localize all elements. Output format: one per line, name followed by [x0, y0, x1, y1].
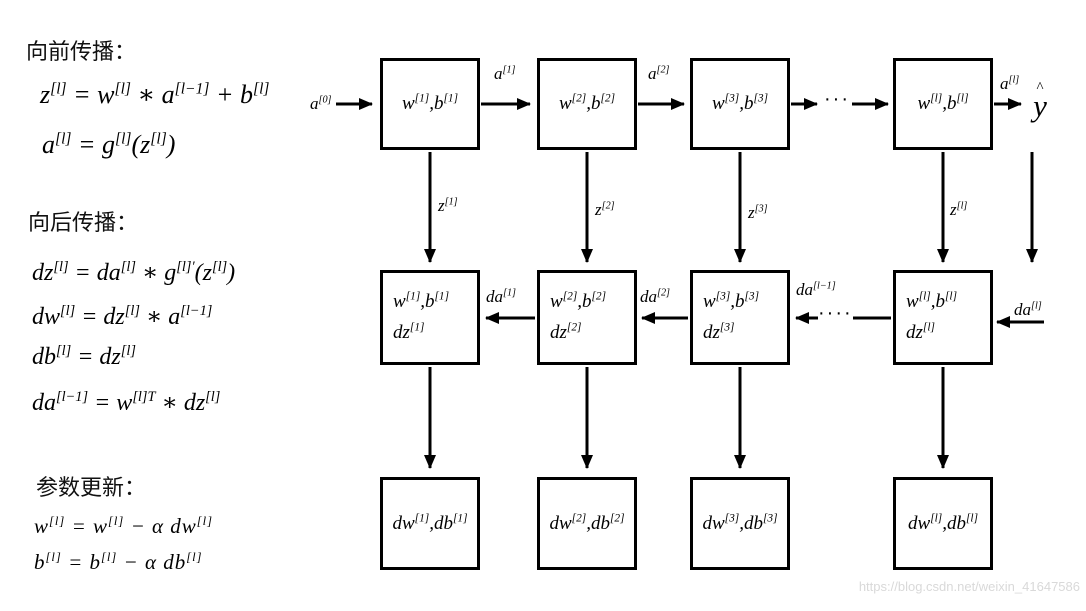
backward-layer-2-params: w[2],b[2]	[550, 290, 607, 312]
backward-layer-1-dz: dz[1]	[393, 321, 425, 343]
backward-layer-3-box: w[3],b[3] dz[3]	[690, 270, 790, 365]
grad-layer-2-label: dw[2],db[2]	[549, 512, 625, 534]
grad-layer-3-label: dw[3],db[3]	[702, 512, 778, 534]
backward-layer-3-dz: dz[3]	[703, 321, 735, 343]
forward-eq-a: a[l] = g[l](z[l])	[42, 130, 176, 159]
backward-layer-2-box: w[2],b[2] dz[2]	[537, 270, 637, 365]
backward-eq-da: da[l−1] = w[l]T ∗ dz[l]	[32, 389, 221, 416]
forward-a2-label: a[2]	[648, 64, 670, 83]
backward-eq-dz: dz[l] = da[l] ∗ g[l]′(z[l])	[32, 259, 236, 286]
backward-layer-l-params: w[l],b[l]	[906, 290, 957, 312]
update-eq-b: b[l] = b[l] − α db[l]	[34, 550, 203, 574]
backward-layer-1-box: w[1],b[1] dz[1]	[380, 270, 480, 365]
watermark-url: https://blog.csdn.net/weixin_41647586	[858, 579, 1080, 594]
backward-layer-l-box: w[l],b[l] dz[l]	[893, 270, 993, 365]
forward-ellipsis: ···	[824, 88, 850, 110]
forward-layer-1-label: w[1],b[1]	[401, 92, 459, 114]
forward-layer-3-box: w[3],b[3]	[690, 58, 790, 150]
forward-eq-z: z[l] = w[l] ∗ a[l−1] + b[l]	[40, 80, 270, 109]
backward-layer-2-dz: dz[2]	[550, 321, 582, 343]
backward-ellipsis: ····	[818, 302, 853, 324]
input-a0-label: a[0]	[310, 94, 332, 113]
backward-layer-1-params: w[1],b[1]	[393, 290, 450, 312]
backward-da-l1-label: da[l−1]	[796, 280, 836, 299]
update-eq-w: w[l] = w[l] − α dw[l]	[34, 514, 214, 538]
grad-layer-l-label: dw[l],db[l]	[908, 512, 978, 534]
forward-layer-2-box: w[2],b[2]	[537, 58, 637, 150]
forward-a1-label: a[1]	[494, 64, 516, 83]
zl-label: z[l]	[950, 200, 968, 219]
forward-section-title: 向前传播：	[26, 39, 137, 64]
backward-section-title: 向后传播：	[28, 210, 139, 235]
backward-da-l-label: da[l]	[1014, 300, 1042, 319]
y-letter: y	[1033, 88, 1047, 123]
update-section-title: 参数更新：	[36, 475, 147, 500]
hat-symbol: ^	[1036, 80, 1044, 96]
backward-layer-3-params: w[3],b[3]	[703, 290, 760, 312]
grad-layer-1-box: dw[1],db[1]	[380, 477, 480, 570]
grad-layer-3-box: dw[3],db[3]	[690, 477, 790, 570]
grad-layer-l-box: dw[l],db[l]	[893, 477, 993, 570]
output-y-hat: ^ y	[1022, 80, 1058, 123]
z1-label: z[1]	[438, 196, 458, 215]
backward-eq-db: db[l] = dz[l]	[32, 343, 136, 370]
backward-da2-label: da[2]	[640, 287, 671, 306]
backward-eq-dw: dw[l] = dz[l] ∗ a[l−1]	[32, 303, 213, 330]
forward-layer-3-label: w[3],b[3]	[711, 92, 769, 114]
grad-layer-2-box: dw[2],db[2]	[537, 477, 637, 570]
forward-al-label: a[l]	[1000, 74, 1020, 93]
backward-da1-label: da[1]	[486, 287, 517, 306]
forward-layer-2-label: w[2],b[2]	[558, 92, 616, 114]
forward-layer-l-label: w[l],b[l]	[917, 92, 969, 114]
z3-label: z[3]	[748, 203, 768, 222]
grad-layer-1-label: dw[1],db[1]	[392, 512, 468, 534]
z2-label: z[2]	[595, 200, 615, 219]
forward-layer-1-box: w[1],b[1]	[380, 58, 480, 150]
forward-layer-l-box: w[l],b[l]	[893, 58, 993, 150]
backward-layer-l-dz: dz[l]	[906, 321, 935, 343]
